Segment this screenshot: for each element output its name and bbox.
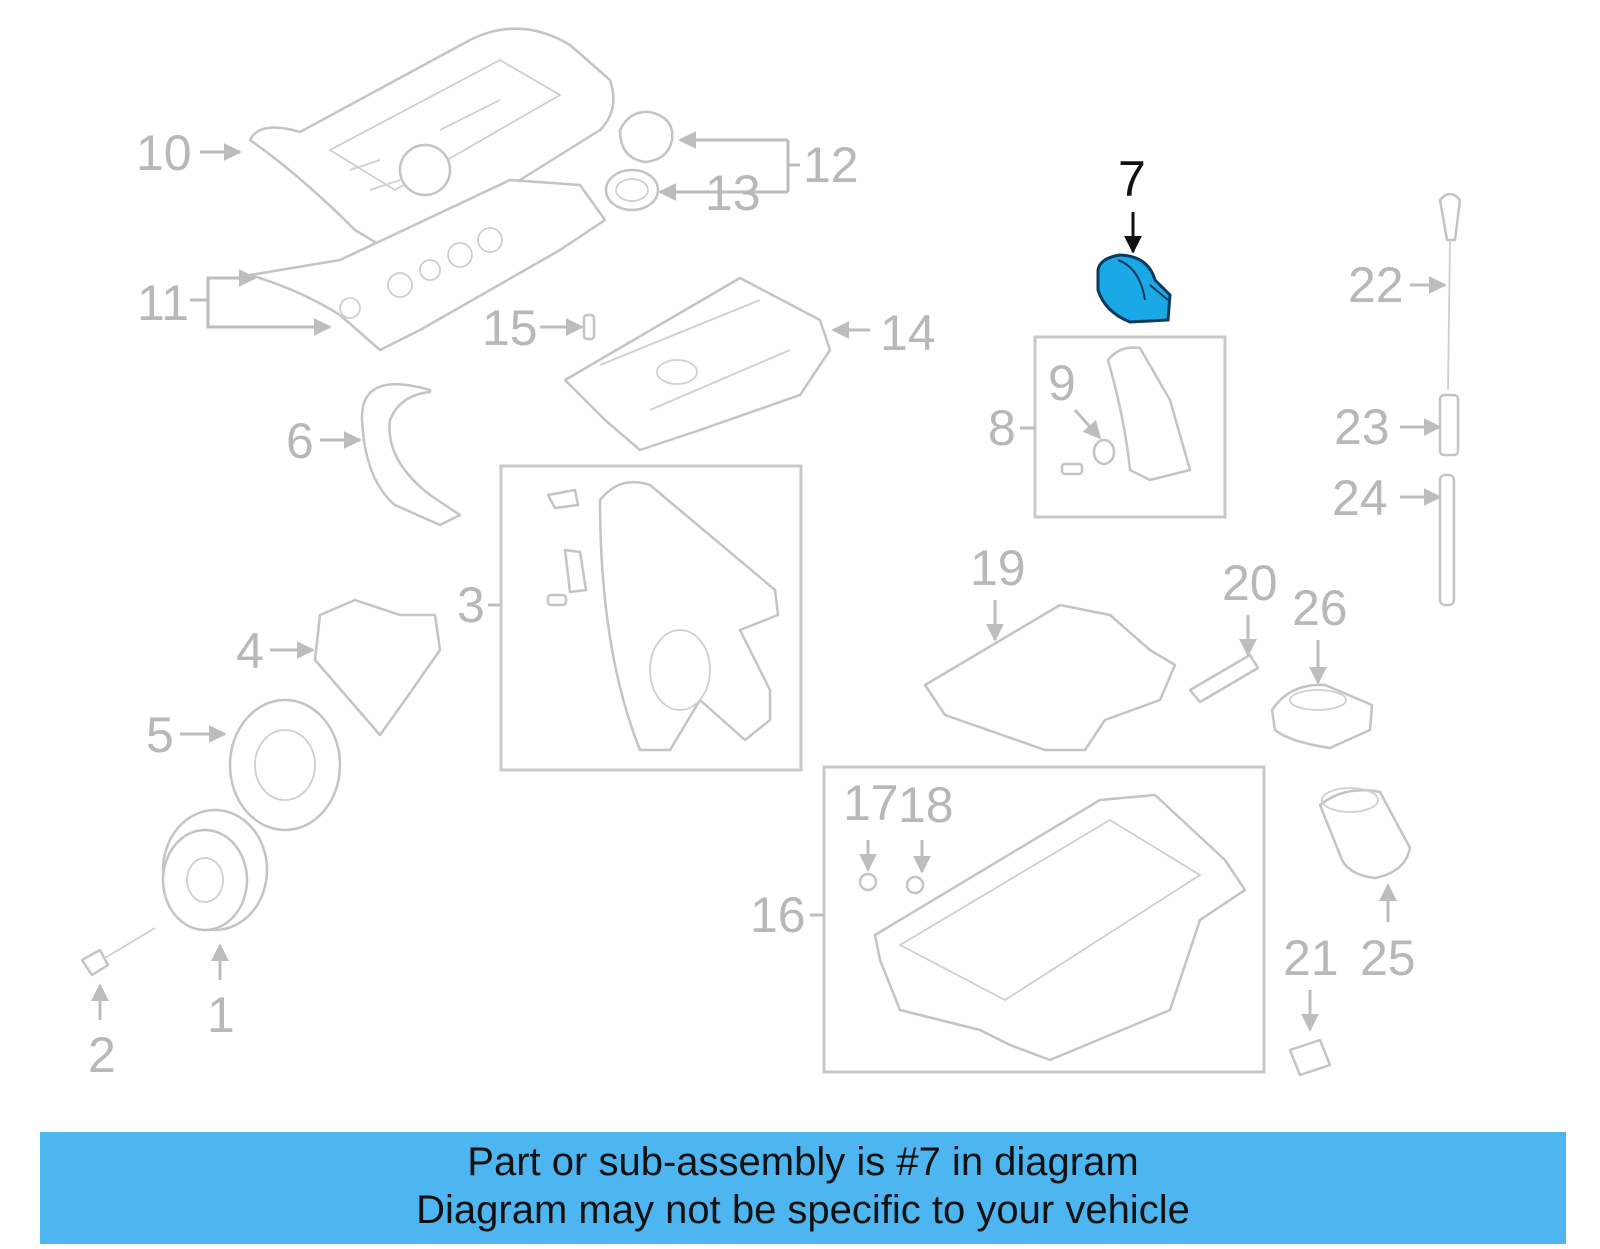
callout-10: 10: [136, 125, 192, 181]
crank-pulley-part: [161, 808, 269, 932]
callout-labels: 10 11 12 13 15 14 6 3 4 5 1 2 7 8 9 19 2…: [88, 125, 1416, 1083]
oil-pump-part: [1060, 346, 1192, 482]
callout-7: 7: [1118, 151, 1146, 207]
callout-20: 20: [1222, 555, 1278, 611]
oil-pan-box: [822, 765, 1266, 1074]
callout-3: 3: [457, 577, 485, 633]
timing-cover-inner-part: [313, 598, 442, 737]
valve-cover-part: [248, 27, 615, 247]
callout-4: 4: [236, 623, 264, 679]
callout-5: 5: [146, 707, 174, 763]
callout-24: 24: [1332, 470, 1388, 526]
callout-19: 19: [970, 540, 1026, 596]
banner-line-2: Diagram may not be specific to your vehi…: [416, 1188, 1190, 1232]
bolt-part: [582, 313, 596, 341]
sealant-part: [1188, 653, 1260, 704]
callout-2: 2: [88, 1027, 116, 1083]
callout-13: 13: [705, 165, 761, 221]
callout-11: 11: [137, 275, 189, 331]
oil-pan-part: [858, 793, 1247, 1062]
callout-16: 16: [750, 887, 806, 943]
tensioner-plate-part: [228, 698, 342, 832]
crank-bolt-part: [80, 927, 156, 977]
callout-8: 8: [988, 400, 1016, 456]
banner-line-1: Part or sub-assembly is #7 in diagram: [467, 1140, 1139, 1184]
callout-22: 22: [1348, 257, 1404, 313]
engine-cover-part: [563, 276, 832, 452]
callout-12: 12: [803, 137, 859, 193]
callout-9: 9: [1048, 355, 1076, 411]
timing-cover-part: [546, 480, 780, 752]
callout-23: 23: [1334, 399, 1390, 455]
callout-6: 6: [286, 413, 314, 469]
leader-lines: [91, 131, 1447, 1032]
oil-cooler-part: [1270, 683, 1374, 750]
dipstick-part: [1438, 192, 1462, 607]
callout-15: 15: [482, 300, 538, 356]
oil-cap-part: [604, 110, 674, 212]
oil-filter-part: [1318, 787, 1412, 880]
callout-17: 17: [843, 775, 899, 831]
callout-21: 21: [1283, 930, 1339, 986]
valve-cover-gasket-part: [248, 178, 607, 352]
oil-baffle-part: [923, 603, 1177, 752]
callout-18: 18: [898, 777, 954, 833]
timing-cover-box: [499, 464, 803, 772]
info-banner: Part or sub-assembly is #7 in diagram Di…: [40, 1132, 1566, 1244]
highlighted-part-7: [1096, 253, 1172, 324]
callout-25: 25: [1360, 930, 1416, 986]
drain-plug-part: [1288, 1038, 1332, 1077]
callout-26: 26: [1292, 580, 1348, 636]
callout-14: 14: [880, 305, 936, 361]
callout-1: 1: [207, 987, 235, 1043]
timing-belt-part: [360, 383, 462, 527]
